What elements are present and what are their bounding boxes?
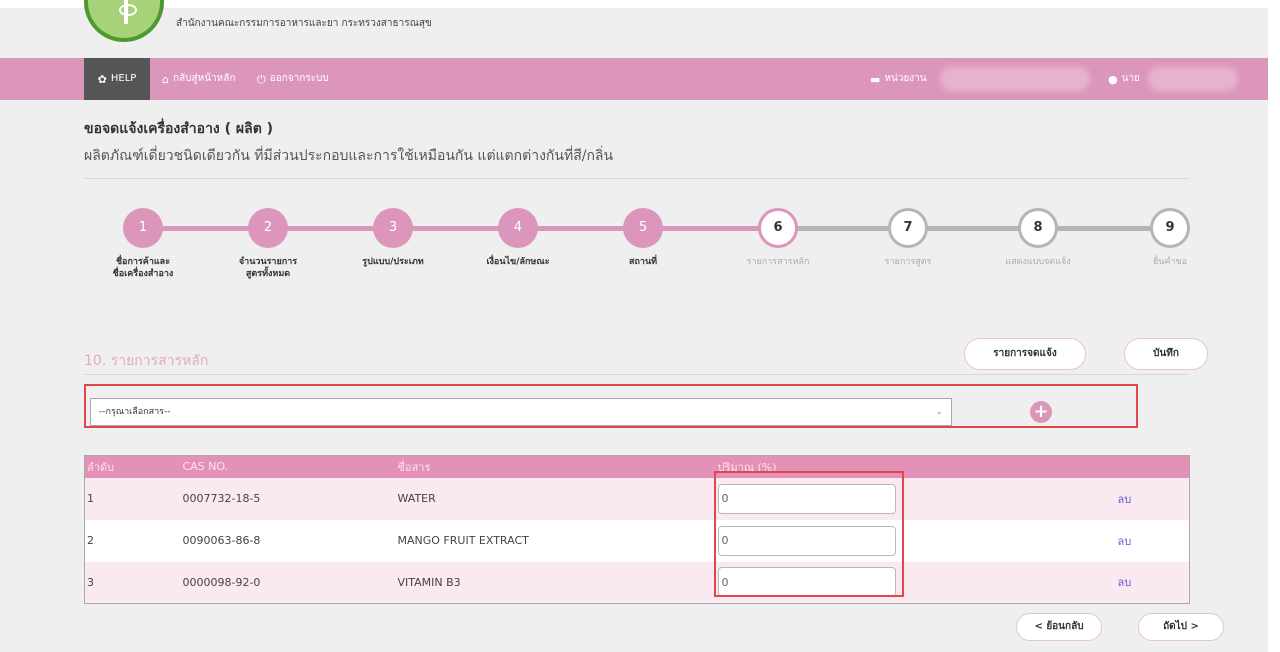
step-8[interactable]: 8 แสดงแบบจดแจ้ง [978,198,1098,268]
table-row: 3 0000098-92-0 VITAMIN B3 ลบ [84,561,1190,604]
progress-line-todo [778,226,1170,231]
divider [84,374,1190,375]
save-button[interactable]: บันทึก [1124,338,1208,370]
substance-select[interactable]: --กรุณาเลือกสาร-- ⌄ [90,398,952,426]
next-button[interactable]: ถัดไป > [1138,613,1224,641]
page-title: ขอจดแจ้งเครื่องสำอาง ( ผลิต ) [84,121,274,137]
step-5[interactable]: 5 สถานที่ [583,198,703,268]
col-action [1017,455,1190,478]
chevron-down-icon: ⌄ [935,407,943,417]
delete-link[interactable]: ลบ [1117,576,1132,590]
gear-icon: ✿ [97,72,107,86]
highlight-box-qty [714,471,904,597]
divider [84,178,1190,179]
step-4[interactable]: 4 เงื่อนไข/ลักษณะ [458,198,578,268]
fda-logo [84,0,164,42]
plus-circle-icon[interactable]: + [1030,401,1052,423]
step-1[interactable]: 1 ชื่อการค้าและชื่อเครื่องสำอาง [83,198,203,280]
nav-user[interactable]: ● นาย [1108,72,1140,86]
delete-link[interactable]: ลบ [1117,534,1132,548]
notify-list-button[interactable]: รายการจดแจ้ง [964,338,1086,370]
table-row: 1 0007732-18-5 WATER ลบ [84,477,1190,520]
nav-help[interactable]: ✿ HELP [84,58,150,100]
step-9[interactable]: 9 ยื่นคำขอ [1110,198,1230,268]
power-icon: ⏻ [257,72,266,86]
page-subtitle: ผลิตภัณฑ์เดี่ยวชนิดเดียวกัน ที่มีส่วนประ… [84,148,614,164]
org-name: สำนักงานคณะกรรมการอาหารและยา กระทรวงสาธา… [176,18,432,29]
qty-input[interactable] [717,567,896,598]
step-3[interactable]: 3 รูปแบบ/ประเภท [333,198,453,268]
highlight-box-select [84,384,1138,428]
back-button[interactable]: < ย้อนกลับ [1016,613,1102,641]
nav-logout[interactable]: ⏻ ออกจากระบบ [257,72,329,86]
substance-table: ลำดับ CAS NO. ชื่อสาร ปริมาณ (%) 1 00077… [84,455,1190,604]
step-2[interactable]: 2 จำนวนรายการสูตรทั้งหมด [208,198,328,280]
col-cas: CAS NO. [182,455,398,478]
qty-input[interactable] [717,525,896,556]
nav-unit: ▬ หน่วยงาน [870,72,927,86]
briefcase-icon: ▬ [870,72,881,86]
user-icon: ● [1108,72,1118,86]
unit-name-redacted [940,67,1090,91]
step-6[interactable]: 6 รายการสารหลัก [718,198,838,268]
home-icon: ⌂ [162,72,169,86]
delete-link[interactable]: ลบ [1117,492,1132,506]
nav-home[interactable]: ⌂ กลับสู่หน้าหลัก [162,72,236,86]
table-row: 2 0090063-86-8 MANGO FRUIT EXTRACT ลบ [84,519,1190,562]
col-name: ชื่อสาร [397,455,718,478]
step-7[interactable]: 7 รายการสูตร [848,198,968,268]
progress-line-done [143,226,778,231]
navbar: ✿ HELP ⌂ กลับสู่หน้าหลัก ⏻ ออกจากระบบ ▬ … [0,58,1268,100]
section-title: 10. รายการสารหลัก [84,353,209,369]
user-name-redacted [1148,67,1238,91]
col-no: ลำดับ [84,455,183,478]
qty-input[interactable] [717,483,896,514]
title-block: ขอจดแจ้งเครื่องสำอาง ( ผลิต ) ผลิตภัณฑ์เ… [84,118,613,167]
stepper: 1 ชื่อการค้าและชื่อเครื่องสำอาง 2 จำนวนร… [0,198,1268,298]
